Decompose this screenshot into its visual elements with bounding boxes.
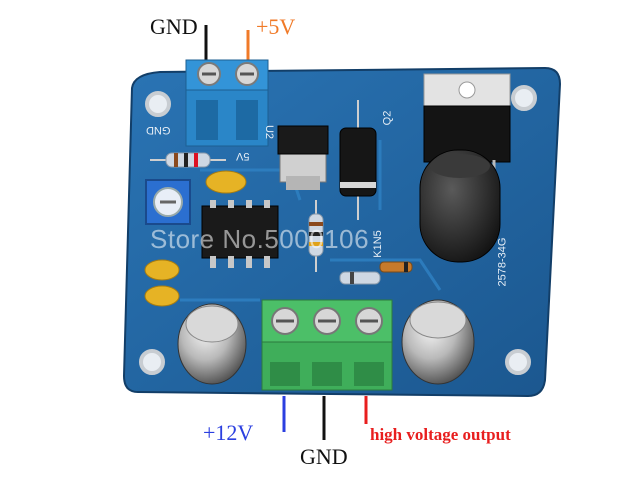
electrolytic-capacitor-left (177, 303, 247, 385)
mount-hole-tr (511, 85, 537, 111)
resistor-horizontal (150, 152, 226, 168)
store-watermark: Store No.5000106 (150, 224, 370, 254)
ceramic-capacitor (144, 259, 180, 281)
ic-chip (201, 200, 279, 268)
mount-hole-tl (145, 91, 171, 117)
silk-gnd: GND (146, 124, 171, 136)
silk-q2: Q2 (381, 110, 394, 126)
silk-u2: U2 (263, 124, 276, 140)
rectifier-diode (339, 100, 377, 220)
inductor (419, 149, 501, 263)
trim-potentiometer (145, 179, 191, 225)
plus12v-label: +12V (203, 420, 254, 445)
terminal-block-output (261, 299, 393, 391)
high-voltage-output-label: high voltage output (370, 425, 511, 444)
voltage-regulator (277, 125, 329, 190)
power-transistor (423, 73, 511, 176)
mount-hole-bl (139, 349, 165, 375)
resistor-vertical (308, 200, 324, 272)
plus5v-label: +5V (256, 14, 296, 39)
gnd-top-label: GND (150, 14, 198, 39)
mount-hole-br (505, 349, 531, 375)
ceramic-capacitor (144, 285, 180, 307)
silk-part-code: K1N5 (371, 230, 384, 258)
silk-board-code: 2578-34G (496, 237, 509, 287)
silk-5v: 5V (236, 150, 250, 162)
ceramic-capacitor (205, 170, 247, 194)
electrolytic-capacitor-right (401, 299, 475, 385)
resistor-small (339, 271, 381, 285)
small-diode (379, 261, 413, 273)
terminal-block-input (185, 59, 269, 147)
gnd-bottom-label: GND (300, 444, 348, 469)
